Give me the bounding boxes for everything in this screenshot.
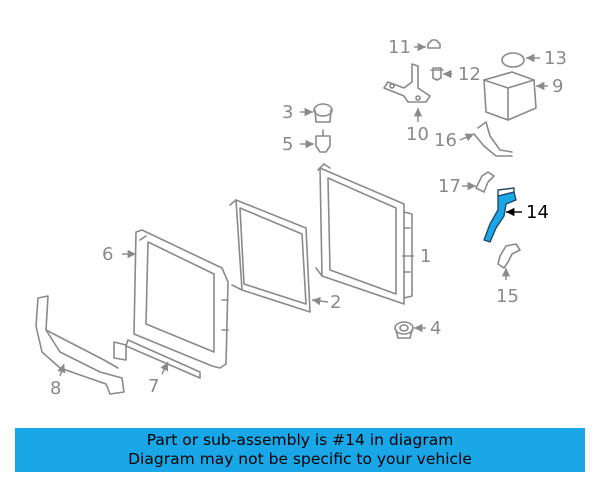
seal-strip-part-7 xyxy=(125,339,201,379)
coolant-hose-part-14 xyxy=(483,187,517,243)
leader-16 xyxy=(459,133,475,142)
banner-line-1: Part or sub-assembly is #14 in diagram xyxy=(146,431,454,449)
callout-3: 3 xyxy=(282,102,293,123)
callout-7: 7 xyxy=(148,376,159,397)
callout-8: 8 xyxy=(50,378,61,399)
bracket-cap-part-3 xyxy=(313,103,333,123)
info-banner: Part or sub-assembly is #14 in diagram D… xyxy=(15,428,585,472)
hose-part-16 xyxy=(473,121,513,157)
radiator-part-1 xyxy=(315,163,413,305)
callout-1: 1 xyxy=(420,246,431,267)
hose-part-17 xyxy=(475,171,495,193)
callout-15: 15 xyxy=(496,286,519,307)
callout-16: 16 xyxy=(434,130,457,151)
callout-14: 14 xyxy=(526,202,549,223)
bearing-part-4 xyxy=(394,321,414,339)
banner-line-2: Diagram may not be specific to your vehi… xyxy=(128,450,472,468)
callout-13: 13 xyxy=(544,48,567,69)
bracket-part-10 xyxy=(383,63,431,103)
expansion-tank-part-9 xyxy=(483,71,537,121)
leader-8 xyxy=(57,363,66,377)
callout-6: 6 xyxy=(102,244,113,265)
leader-2 xyxy=(311,296,329,306)
cap-part-13 xyxy=(501,52,525,68)
hose-part-15 xyxy=(497,243,521,269)
callout-11: 11 xyxy=(388,37,411,58)
callout-17: 17 xyxy=(438,176,461,197)
callout-10: 10 xyxy=(406,124,429,145)
callout-9: 9 xyxy=(552,76,563,97)
mount-part-5 xyxy=(315,129,331,153)
air-guide-frame-part-6 xyxy=(133,229,229,369)
leader-7 xyxy=(160,361,169,375)
clip-part-11 xyxy=(427,39,441,49)
callout-4: 4 xyxy=(430,318,441,339)
callout-2: 2 xyxy=(330,292,341,313)
parts-diagram: 1 2 3 4 5 6 7 8 9 10 11 12 13 14 15 16 1… xyxy=(35,37,567,399)
callout-5: 5 xyxy=(282,134,293,155)
valve-part-12 xyxy=(430,67,444,81)
deflector-panel-part-8 xyxy=(35,295,127,395)
condenser-part-2 xyxy=(229,199,311,313)
callout-12: 12 xyxy=(458,64,481,85)
